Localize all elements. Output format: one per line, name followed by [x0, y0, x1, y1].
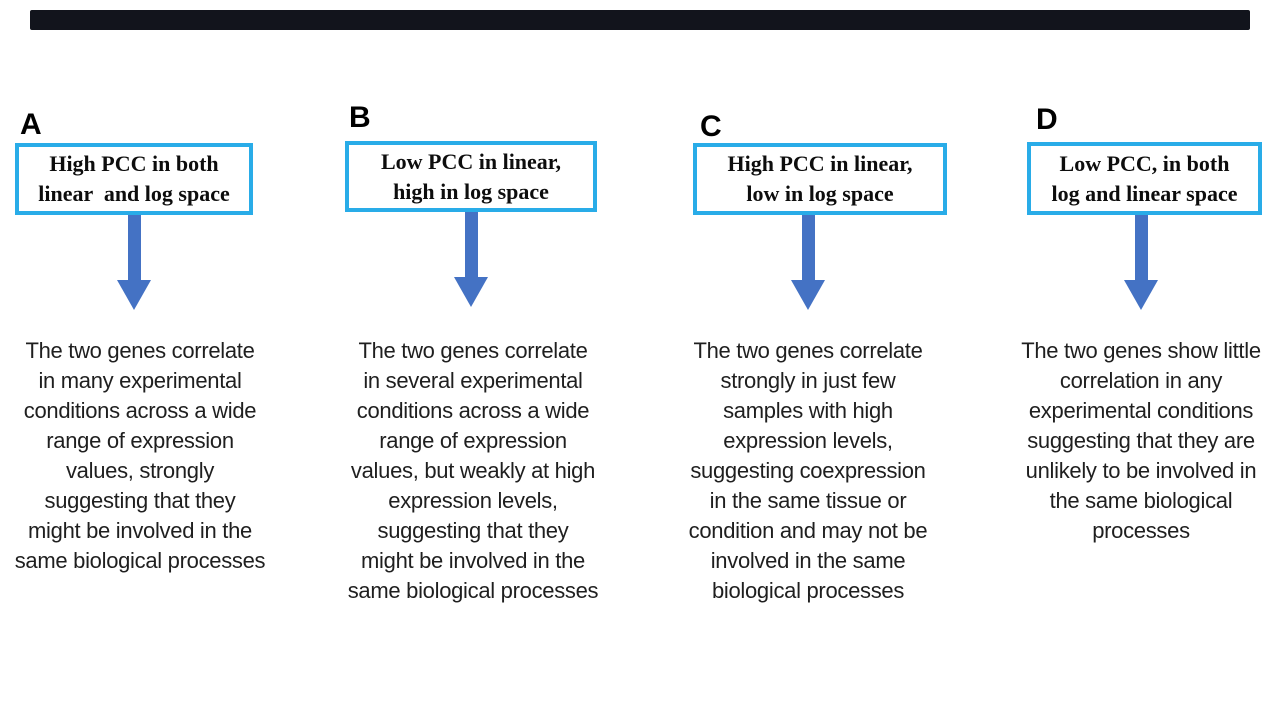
- arrow-head: [117, 280, 151, 310]
- pcc-box-c: High PCC in linear, low in log space: [693, 143, 947, 215]
- pcc-box-b-text: Low PCC in linear, high in log space: [380, 148, 562, 204]
- arrow-shaft: [1134, 215, 1148, 280]
- arrow-head: [791, 280, 825, 310]
- top-bar: [30, 10, 1250, 30]
- panel-description-d: The two genes show little correlation in…: [1021, 338, 1261, 543]
- down-arrow-icon-a: [114, 215, 154, 310]
- pcc-box-d-text: Low PCC, in both log and linear space: [1051, 150, 1238, 206]
- panel-description-a: The two genes correlate in many experime…: [14, 338, 266, 573]
- pcc-box-a-text: High PCC in both linear and log space: [38, 151, 230, 206]
- arrow-shaft: [801, 215, 815, 280]
- panel-label-b: B: [349, 101, 371, 134]
- arrow-head: [454, 277, 488, 307]
- panel-label-a: A: [20, 108, 42, 141]
- panel-description-b: The two genes correlate in several exper…: [347, 338, 599, 603]
- panel-label-c: C: [700, 110, 722, 143]
- pcc-box-d: Low PCC, in both log and linear space: [1027, 142, 1262, 215]
- arrow-shaft: [127, 215, 141, 280]
- panel-label-d: D: [1036, 103, 1058, 136]
- pcc-box-c-text: High PCC in linear, low in log space: [727, 151, 913, 206]
- pcc-box-a: High PCC in both linear and log space: [15, 143, 253, 215]
- panel-description-c: The two genes correlate strongly in just…: [688, 338, 928, 603]
- down-arrow-icon-d: [1121, 215, 1161, 310]
- pcc-box-b: Low PCC in linear, high in log space: [345, 141, 597, 212]
- down-arrow-icon-b: [451, 212, 491, 307]
- down-arrow-icon-c: [788, 215, 828, 310]
- arrow-head: [1124, 280, 1158, 310]
- arrow-shaft: [464, 212, 478, 277]
